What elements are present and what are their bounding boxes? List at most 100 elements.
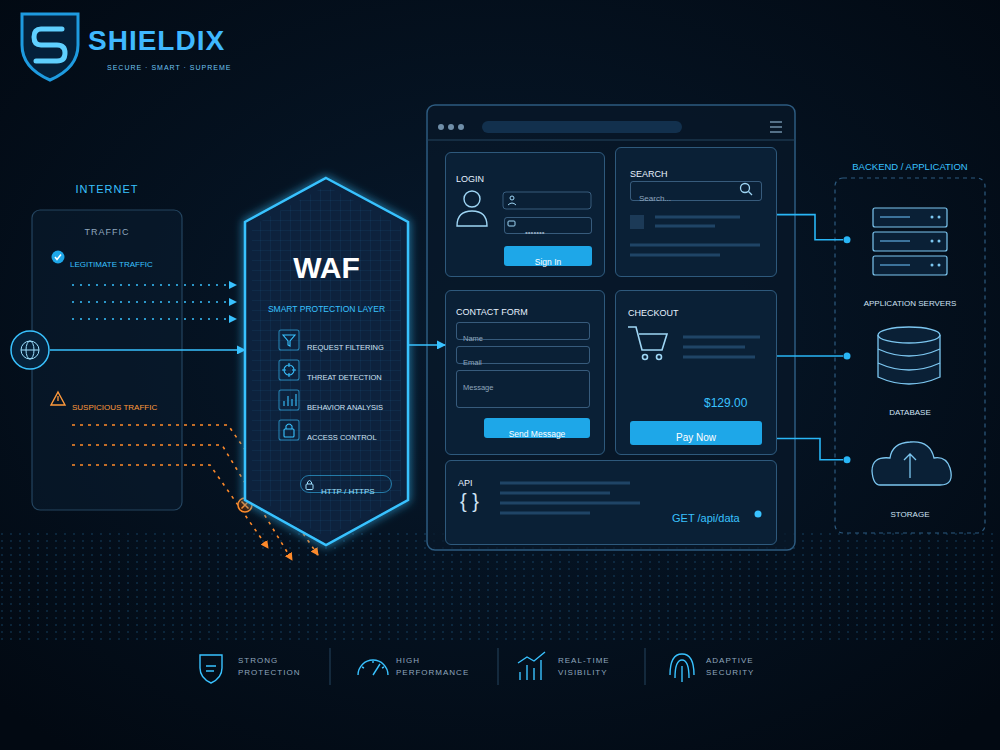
- sign-in-button: Sign In: [504, 246, 592, 266]
- text-slot: LEGITIMATE TRAFFIC: [70, 252, 153, 271]
- storage-node: STORAGE: [843, 430, 977, 520]
- node-text: BEHAVIOR ANALYSIS: [307, 403, 383, 412]
- text-slot: SECURE · SMART · SUPREME: [107, 55, 231, 74]
- node-text: REQUEST FILTERING: [307, 343, 384, 352]
- label-text: REAL-TIME VISIBILITY: [558, 655, 638, 679]
- text-slot: $129.00: [704, 392, 747, 411]
- text-slot: ADAPTIVE SECURITY: [706, 655, 786, 682]
- backend-group: BACKEND / APPLICATION APPLICATION SERVERS…: [835, 150, 985, 533]
- connector-line: [408, 344, 445, 346]
- node-text: $129.00: [704, 396, 747, 410]
- node-text: Search...: [639, 194, 671, 204]
- node-text: ACCESS CONTROL: [307, 433, 377, 442]
- node-text: THREAT DETECTION: [307, 373, 382, 382]
- traffic-panel: INTERNET TRAFFIC: [32, 178, 182, 510]
- text-slot: •••••••: [525, 220, 545, 239]
- connector: [408, 344, 445, 345]
- text-slot: APPLICATION SERVERS: [843, 291, 977, 310]
- text-slot: ACCESS CONTROL: [307, 425, 377, 444]
- node-text: DATABASE: [889, 408, 931, 418]
- connector-line: [777, 215, 843, 240]
- text-slot: INTERNET: [32, 178, 182, 197]
- node-text: HTTP / HTTPS: [321, 487, 375, 497]
- node-text: STORAGE: [891, 510, 930, 520]
- label-text: SECURE · SMART · SUPREME: [107, 64, 231, 72]
- text-slot: Email: [463, 350, 482, 369]
- node-text: GET /api/data: [672, 512, 740, 525]
- text-slot: REAL-TIME VISIBILITY: [558, 655, 638, 682]
- node-text: Send Message: [509, 429, 566, 439]
- text-slot: LOGIN: [456, 167, 484, 186]
- name-field: Name: [456, 322, 590, 340]
- text-slot: SUSPICIOUS TRAFFIC: [72, 395, 157, 414]
- node-text: { }: [460, 489, 479, 513]
- text-slot: Sign In: [504, 250, 592, 269]
- node-text: SEARCH: [630, 169, 668, 180]
- connector-line: [777, 355, 843, 357]
- text-slot: { }: [460, 489, 479, 513]
- text-slot: CHECKOUT: [628, 301, 679, 320]
- password-field: •••••••: [504, 217, 592, 234]
- node-text: TRAFFIC: [85, 227, 130, 238]
- text-slot: STORAGE: [843, 502, 977, 521]
- message-field: Message: [456, 370, 590, 408]
- node-text: BACKEND / APPLICATION: [852, 161, 967, 172]
- node-text: WAF: [293, 250, 360, 286]
- text-slot: HIGH PERFORMANCE: [396, 655, 486, 682]
- text-slot: THREAT DETECTION: [307, 365, 382, 384]
- search-panel: SEARCH Search...: [615, 147, 777, 277]
- connector-dot: [844, 353, 851, 360]
- api-panel: API{ } GET /api/data: [445, 460, 777, 545]
- text-slot: Pay Now: [630, 426, 762, 445]
- label-text: HIGH PERFORMANCE: [396, 655, 486, 679]
- database-node: DATABASE: [843, 320, 977, 415]
- waf-hexagon: WAF SMART PROTECTION LAYER REQUEST FILTERI…: [245, 178, 408, 545]
- send-button: Send Message: [484, 418, 590, 438]
- node-text: SMART PROTECTION LAYER: [268, 304, 385, 314]
- label-text: SUSPICIOUS TRAFFIC: [72, 403, 157, 413]
- text-slot: GET /api/data: [672, 507, 740, 526]
- server-node: APPLICATION SERVERS: [843, 202, 977, 307]
- connector: [777, 353, 851, 360]
- label-text: STRONG PROTECTION: [238, 655, 318, 679]
- connector-dot: [844, 456, 851, 463]
- node-text: Sign In: [535, 257, 561, 267]
- connector-line: [182, 349, 245, 351]
- connector: [777, 215, 851, 244]
- text-slot: WAF: [245, 250, 408, 286]
- node-text: API: [458, 478, 473, 489]
- node-text: Pay Now: [676, 432, 716, 444]
- node-text: Message: [463, 383, 493, 392]
- text-slot: SEARCH: [630, 162, 668, 181]
- connector-dot: [844, 236, 851, 243]
- label-text: LEGITIMATE TRAFFIC: [70, 260, 153, 270]
- checkout-panel: CHECKOUT $129.00Pay Now: [615, 290, 777, 455]
- text-slot: BACKEND / APPLICATION: [835, 155, 985, 174]
- node-text: Email: [463, 358, 482, 367]
- label-text: ADAPTIVE SECURITY: [706, 655, 786, 679]
- pay-button: Pay Now: [630, 421, 762, 445]
- text-slot: Search...: [639, 186, 671, 205]
- text-slot: SHIELDIX: [88, 24, 225, 58]
- protocol-pill: HTTP / HTTPS: [300, 475, 392, 493]
- text-slot: Name: [463, 326, 483, 345]
- contact-panel: CONTACT FORM NameEmailMessageSend Message: [445, 290, 605, 455]
- login-panel: LOGIN ••••••• Sign In: [445, 152, 605, 277]
- connector: [777, 439, 851, 464]
- text-slot: Send Message: [484, 422, 590, 441]
- node-text: CONTACT FORM: [456, 307, 528, 318]
- text-slot: HTTP / HTTPS: [321, 479, 375, 498]
- text-slot: STRONG PROTECTION: [238, 655, 318, 682]
- node-text: CHECKOUT: [628, 308, 679, 319]
- text-slot: BEHAVIOR ANALYSIS: [307, 395, 383, 414]
- text-slot: API: [458, 471, 473, 490]
- node-text: APPLICATION SERVERS: [864, 299, 957, 309]
- text-slot: Message: [463, 375, 493, 394]
- email-field: Email: [456, 346, 590, 364]
- text-slot: REQUEST FILTERING: [307, 335, 384, 354]
- text-slot: DATABASE: [843, 400, 977, 419]
- connector: [182, 349, 245, 350]
- text-slot: CONTACT FORM: [456, 300, 528, 319]
